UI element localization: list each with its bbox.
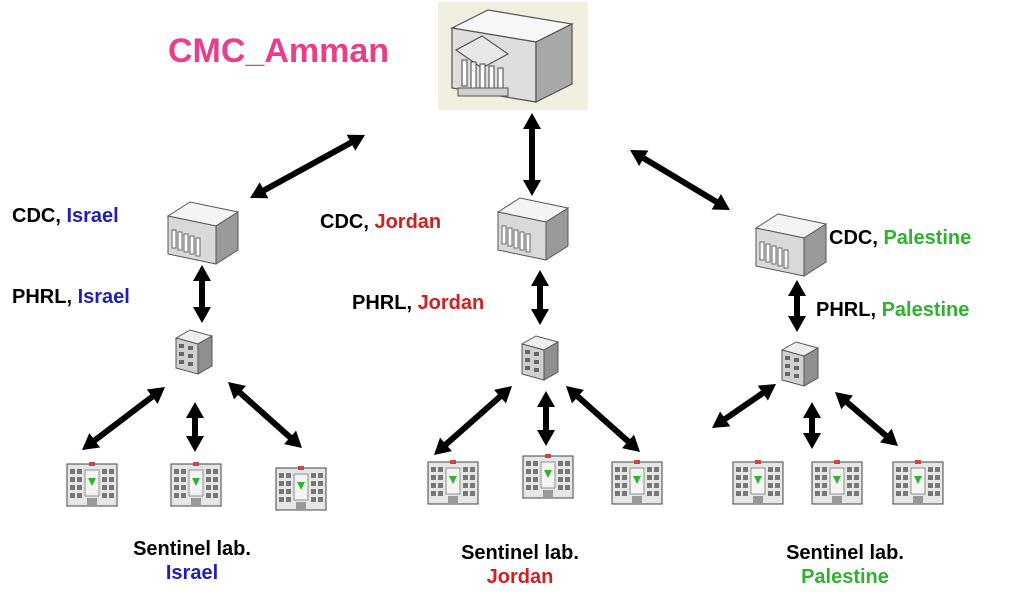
lab-palestine-1-icon (732, 459, 784, 505)
lab-israel-1-icon (66, 461, 118, 507)
arrow-cdc-phrl-israel (193, 265, 211, 323)
lab-israel-2-icon (170, 461, 222, 507)
sentinel-palestine-caption: Sentinel lab. Palestine (786, 542, 904, 588)
arrow-jordan-lab-3 (566, 386, 640, 452)
arrow-israel-lab-1 (82, 387, 165, 450)
phrl-palestine-label: PHRL, Palestine (816, 299, 970, 321)
headquarters-building-icon (450, 9, 574, 103)
arrow-jordan-lab-2 (537, 391, 555, 446)
arrow-cmc-jordan (523, 113, 541, 196)
phrl-jordan-icon (521, 335, 559, 381)
page-title: CMC_Amman (168, 32, 390, 70)
arrow-palestine-lab-2 (803, 402, 821, 449)
lab-palestine-2-icon (811, 459, 863, 505)
arrow-israel-lab-3 (228, 382, 302, 448)
phrl-israel-label: PHRL, Israel (12, 286, 130, 308)
arrow-cdc-phrl-palestine (788, 280, 806, 332)
connection-arrows (82, 113, 898, 455)
phrl-israel-icon (175, 329, 213, 375)
sentinel-israel-caption: Sentinel lab. Israel (133, 538, 251, 584)
phrl-jordan-label: PHRL, Jordan (352, 292, 485, 314)
sentinel-jordan-caption: Sentinel lab. Jordan (461, 542, 579, 588)
lab-israel-3-icon (275, 465, 327, 511)
cdc-palestine-icon (755, 213, 827, 277)
phrl-palestine-icon (781, 341, 819, 387)
arrow-cmc-israel (250, 134, 365, 199)
lab-jordan-3-icon (611, 459, 663, 505)
cdc-israel-icon (167, 201, 239, 265)
arrow-jordan-lab-1 (434, 386, 512, 455)
lab-jordan-1-icon (427, 459, 479, 505)
arrow-cmc-palestine (630, 150, 730, 210)
arrow-palestine-lab-3 (835, 392, 898, 446)
arrow-palestine-lab-1 (712, 384, 776, 428)
arrow-israel-lab-2 (186, 402, 204, 452)
cdc-jordan-icon (497, 197, 569, 261)
cdc-jordan-label: CDC, Jordan (320, 211, 442, 233)
cdc-palestine-label: CDC, Palestine (829, 227, 972, 249)
arrow-cdc-phrl-jordan (531, 270, 549, 325)
cdc-israel-label: CDC, Israel (12, 205, 119, 227)
lab-jordan-2-icon (522, 453, 574, 499)
lab-palestine-3-icon (892, 459, 944, 505)
